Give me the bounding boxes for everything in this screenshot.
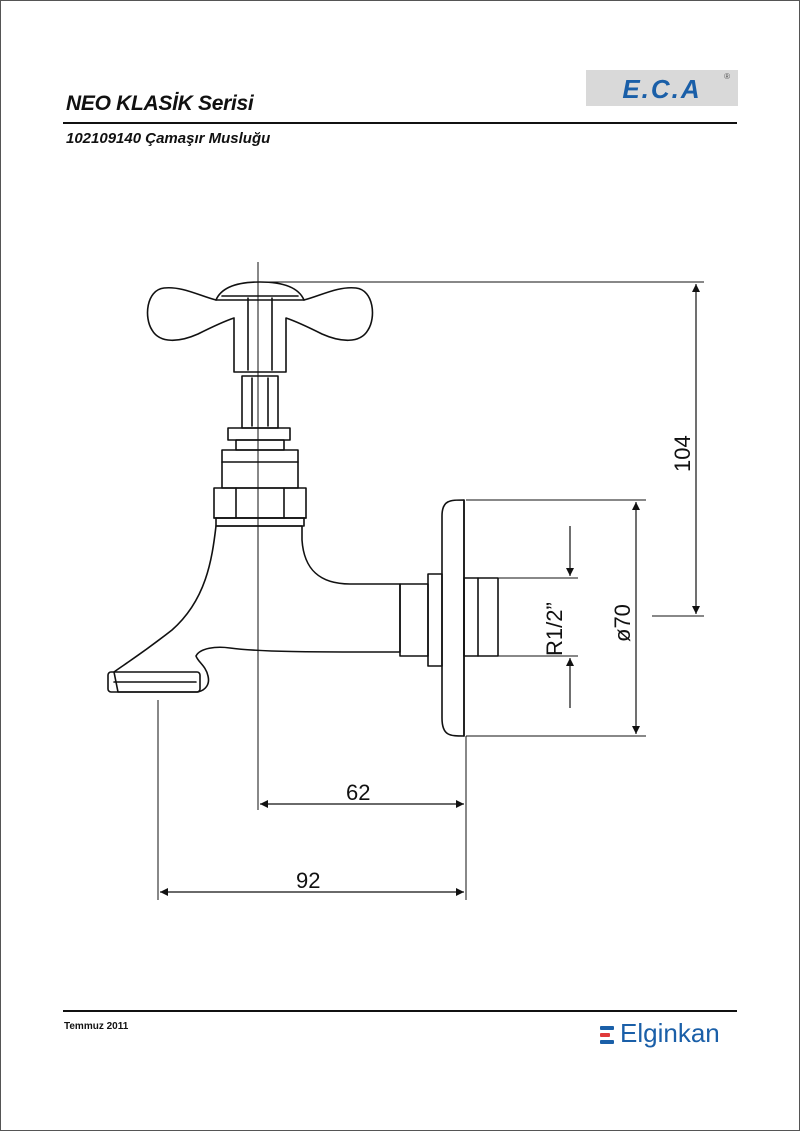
handle: [146, 286, 374, 373]
stem: [241, 375, 279, 429]
series-title: NEO KLASİK Serisi: [66, 92, 254, 115]
eca-logo: E.C.A ®: [586, 70, 738, 106]
hex-nut: [213, 487, 307, 519]
dim-short-label: 62: [346, 780, 370, 805]
elginkan-text: Elginkan: [620, 1018, 720, 1048]
handle-cap: [215, 281, 305, 301]
dim-height-label: 104: [670, 435, 695, 472]
tap-body: [113, 525, 401, 693]
wall-flange: [441, 499, 465, 737]
spout: [107, 671, 201, 693]
registered-mark: ®: [724, 72, 730, 81]
eca-logo-text: E.C.A: [622, 74, 702, 104]
date-label: Temmuz 2011: [64, 1021, 129, 1032]
header-rule: [63, 122, 737, 124]
thread-pipe: [463, 577, 499, 657]
footer-rule: [63, 1010, 737, 1012]
elginkan-icon: [600, 1026, 616, 1046]
dim-diameter-label: ø70: [610, 604, 635, 642]
dim-thread-label: R1/2”: [542, 602, 567, 656]
product-title: 102109140 Çamaşır Musluğu: [66, 130, 271, 147]
dim-long-label: 92: [296, 868, 320, 893]
bonnet: [221, 449, 299, 489]
